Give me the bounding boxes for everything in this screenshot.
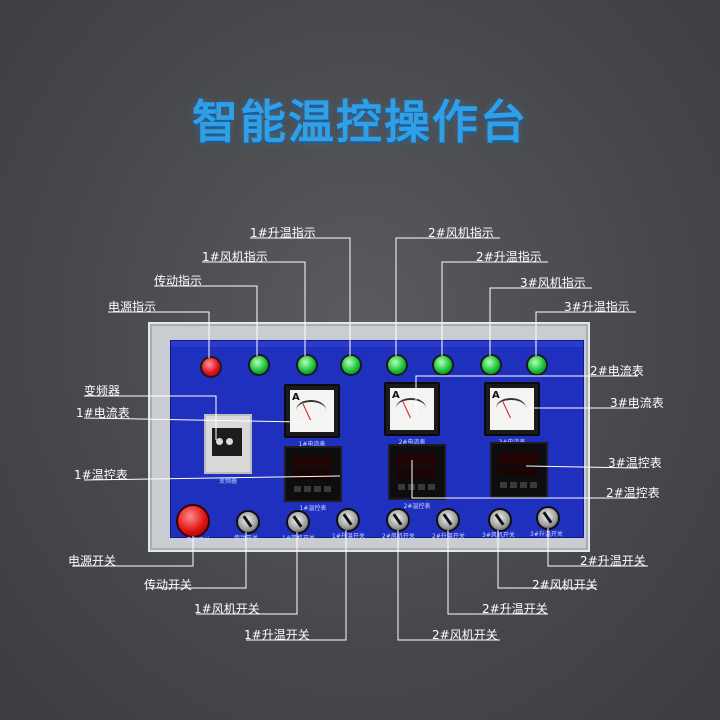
temp-controller-1: 1#温控表 bbox=[284, 446, 342, 512]
panel-print-heat1: 1#升温开关 bbox=[332, 533, 365, 540]
label-drive-switch: 传动开关 bbox=[144, 578, 193, 592]
label-ammeter3: 3#电流表 bbox=[610, 396, 664, 410]
heater1-indicator-light bbox=[340, 354, 362, 376]
label-heater2-indicator: 2#升温指示 bbox=[476, 250, 542, 264]
label-temp-ctrl3: 3#温控表 bbox=[608, 456, 662, 470]
label-heater1-indicator: 1#升温指示 bbox=[250, 226, 316, 240]
panel-print-power: 电源开关 bbox=[186, 537, 211, 544]
heater1-switch-knob[interactable] bbox=[336, 508, 360, 532]
label-heater2-switch: 2#升温开关 bbox=[482, 602, 548, 616]
ammeter-3: A 3#电流表 bbox=[484, 382, 540, 446]
label-fan1-indicator: 1#风机指示 bbox=[202, 250, 268, 264]
label-vfd: 变频器 bbox=[84, 384, 121, 398]
heater2-switch-knob[interactable] bbox=[436, 508, 460, 532]
ammeter-2: A 2#电流表 bbox=[384, 382, 440, 446]
drive-indicator-light bbox=[248, 354, 270, 376]
fan1-switch-knob[interactable] bbox=[286, 510, 310, 534]
label-power-switch: 电源开关 bbox=[68, 554, 117, 568]
power-switch-button[interactable] bbox=[176, 504, 210, 538]
drive-switch-knob[interactable] bbox=[236, 510, 260, 534]
heater3-indicator-light bbox=[526, 354, 548, 376]
label-heater1-switch: 1#升温开关 bbox=[244, 628, 310, 642]
label-ammeter2: 2#电流表 bbox=[590, 364, 644, 378]
fan2-switch-knob[interactable] bbox=[386, 508, 410, 532]
panel-print-heat3: 3#升温开关 bbox=[530, 531, 563, 538]
page-title: 智能温控操作台 bbox=[192, 95, 528, 149]
panel-print-fan1: 1#风机开关 bbox=[282, 535, 315, 542]
label-temp-ctrl1: 1#温控表 bbox=[74, 468, 128, 482]
temp-controller-2: 2#温控表 bbox=[388, 444, 446, 510]
fan3-indicator-light bbox=[480, 354, 502, 376]
fan1-indicator-light bbox=[296, 354, 318, 376]
label-drive-indicator: 传动指示 bbox=[154, 274, 203, 288]
label-fan2-switch: 2#风机开关 bbox=[432, 628, 498, 642]
label-temp-ctrl2: 2#温控表 bbox=[606, 486, 660, 500]
label-fan2-indicator: 2#风机指示 bbox=[428, 226, 494, 240]
temp-controller-3 bbox=[490, 442, 548, 498]
fan2-indicator-light bbox=[386, 354, 408, 376]
ammeter-1: A 1#电流表 bbox=[284, 384, 340, 448]
label-heater3-indicator: 3#升温指示 bbox=[564, 300, 630, 314]
power-indicator-light bbox=[200, 356, 222, 378]
label-heater3-switch: 2#升温开关 bbox=[580, 554, 646, 568]
label-fan3-switch: 2#风机开关 bbox=[532, 578, 598, 592]
label-power-indicator: 电源指示 bbox=[108, 300, 157, 314]
fan3-switch-knob[interactable] bbox=[488, 508, 512, 532]
label-fan1-switch: 1#风机开关 bbox=[194, 602, 260, 616]
label-fan3-indicator: 3#风机指示 bbox=[520, 276, 586, 290]
heater2-indicator-light bbox=[432, 354, 454, 376]
label-ammeter1: 1#电流表 bbox=[76, 406, 130, 420]
frequency-converter: 变频器 bbox=[204, 414, 252, 485]
